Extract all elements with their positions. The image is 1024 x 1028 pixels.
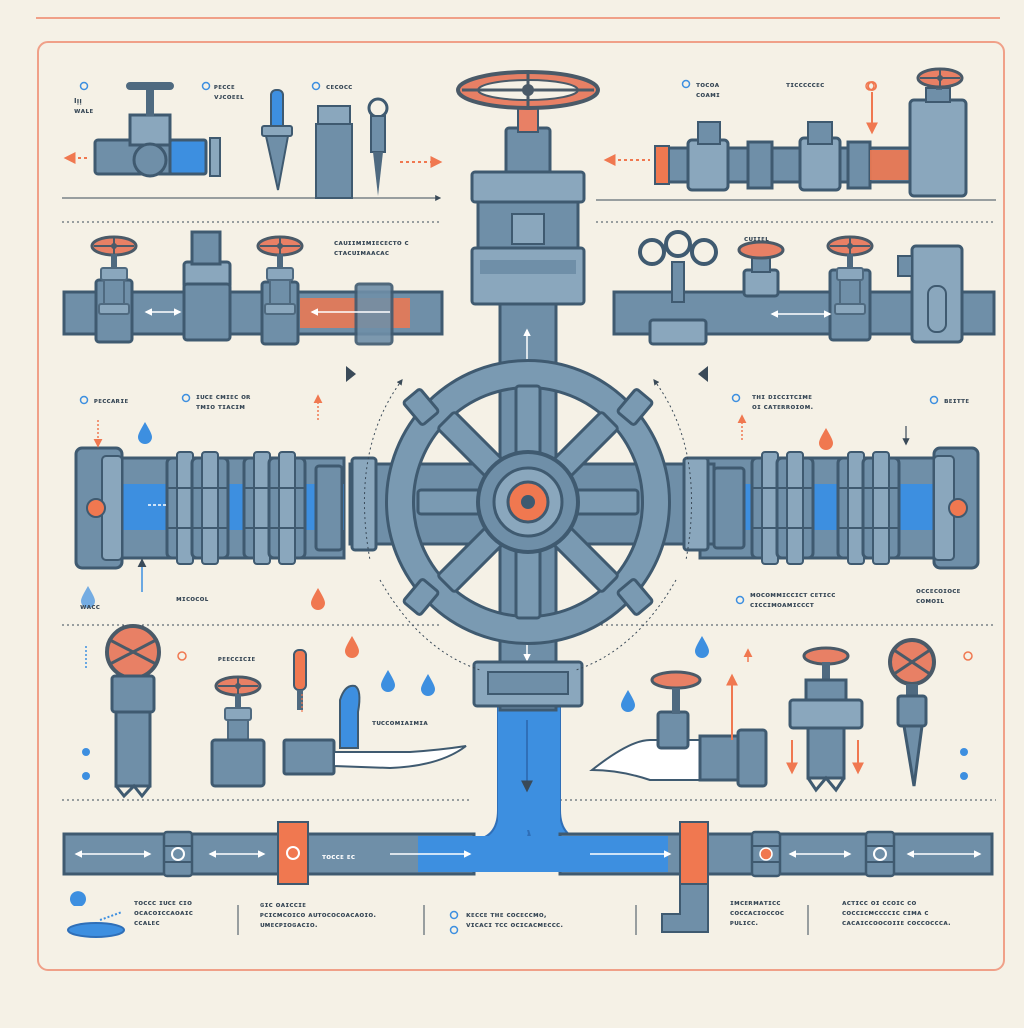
label-footer-2: ɢɪᴄ ᴏᴀɪᴄᴄɪᴇ ᴘᴄɪᴄᴍᴄᴏɪᴄᴏ ᴀᴜᴛᴏᴄᴏᴄᴏᴀᴄᴀᴏɪᴏ. ᴜ… (260, 901, 377, 929)
label-row2-right: ᴄᴜɪɪᴇʟ (744, 235, 770, 243)
row4-right-valves (589, 638, 936, 793)
outer-frame (37, 41, 1005, 971)
label-row2-left: ᴄᴀᴜɪɪᴍɪᴍɪᴇᴄᴇᴄᴛᴏ ᴄ ᴄᴛᴀᴄᴜɪᴍᴀᴀᴄᴀᴄ (334, 239, 409, 257)
label-mid-left-2: ɪᴜᴄᴇ ᴄᴍɪᴇᴄ ᴏʀ ᴛᴍɪᴏ ᴛɪᴀᴄɪᴍ (196, 393, 251, 411)
label-top-right-1: ᴛᴏᴄᴏᴀ ᴄᴏᴀᴍɪ (696, 81, 721, 99)
label-footer-4: ɪᴍᴄᴇʀᴍᴀᴛɪᴄᴄ ᴄᴏᴄᴄᴀᴄɪᴏᴄᴄᴏᴄ ᴘᴜʟɪᴄᴄ. (730, 899, 785, 927)
label-top-left-3: ᴄᴇᴄᴏᴄᴄ (326, 83, 353, 91)
middle-right-flange-pipe (698, 446, 980, 570)
bottom-main-pipe (62, 821, 994, 933)
label-pipe-tag: ᴛᴏᴄᴄᴇ ᴇᴄ (322, 853, 356, 861)
label-row4-2: ᴛᴜᴄᴄᴏᴍɪᴀɪᴍɪᴀ (372, 719, 429, 727)
label-footer-3: ᴋᴇᴄᴄᴇ ᴛʜᴇ ᴄᴏᴄᴇᴄᴄᴍᴏ, ᴠɪᴄᴀᴄɪ ᴛᴄᴄ ᴏᴄɪᴄᴀᴄᴍᴇᴄ… (466, 911, 564, 929)
arrow-icon (346, 366, 356, 382)
label-low-right-2: ᴏᴄᴄᴇᴄᴏɪᴏᴄᴇ ᴄᴏᴍᴏɪʟ (916, 587, 961, 605)
label-mid-left-1: ᴘᴇᴄᴄᴀʀɪᴇ (94, 397, 129, 405)
row2-left-pipeline (62, 230, 444, 346)
middle-left-flange-pipe (74, 446, 346, 570)
indicator-arrows (85, 394, 910, 712)
label-footer-5: ᴀᴄᴛɪᴄᴄ ᴏɪ ᴄᴄᴏɪᴄ ᴄᴏ ᴄᴏᴄᴄɪᴄᴍᴄᴄᴄᴄɪᴄ ᴄɪᴍᴀ ᴄ … (842, 899, 951, 927)
label-top-left-1: Iᴉᴉ ᴡᴀʟᴇ (74, 97, 94, 115)
arrow-icon (698, 366, 708, 382)
top-left-valve-group (63, 82, 443, 199)
central-gate-valve (348, 70, 716, 871)
label-top-right-2: ᴛɪᴄᴄᴄᴄᴄᴇᴄ (786, 81, 825, 89)
label-low-left-1: ᴡᴀᴄᴄ (80, 603, 101, 611)
label-low-left-2: ᴍɪᴄᴏᴄᴏʟ (176, 595, 209, 603)
top-right-valve-group (603, 67, 968, 198)
faucet-icon (67, 891, 125, 938)
label-top-left-2: ᴘᴇᴄᴄᴇ ᴠᴊᴄᴏᴇᴇʟ (214, 83, 244, 101)
label-low-right-1: ᴍᴏᴄᴏᴍᴍɪᴄᴄɪᴄᴛ ᴄᴇᴛɪᴄᴄ ᴄɪᴄᴄɪᴍᴏᴀᴍɪᴄᴄᴄᴛ (750, 591, 836, 609)
row4-left-valves (105, 624, 467, 799)
label-mid-right-1: ᴛʜɪ ᴅɪᴄᴄɪᴛᴄɪᴍᴇ ᴏɪ ᴄᴀᴛᴇʀʀᴏɪᴏᴍ. (752, 393, 814, 411)
label-row4-1: ᴘᴇᴇᴄᴄɪᴄɪᴇ (218, 655, 256, 663)
divider-lines (62, 195, 996, 935)
label-footer-1: ᴛᴏᴄᴄᴄ ɪᴜᴄᴇ ᴄɪᴏ ᴏᴄᴀᴄᴏɪᴄᴄᴀᴏᴀɪᴄ ᴄᴄᴀʟᴇᴄ (134, 899, 194, 927)
bullet-dots (79, 79, 973, 935)
row2-right-pipeline (612, 230, 996, 346)
label-mid-right-2: ʙᴇɪᴛᴛᴇ (944, 397, 970, 405)
